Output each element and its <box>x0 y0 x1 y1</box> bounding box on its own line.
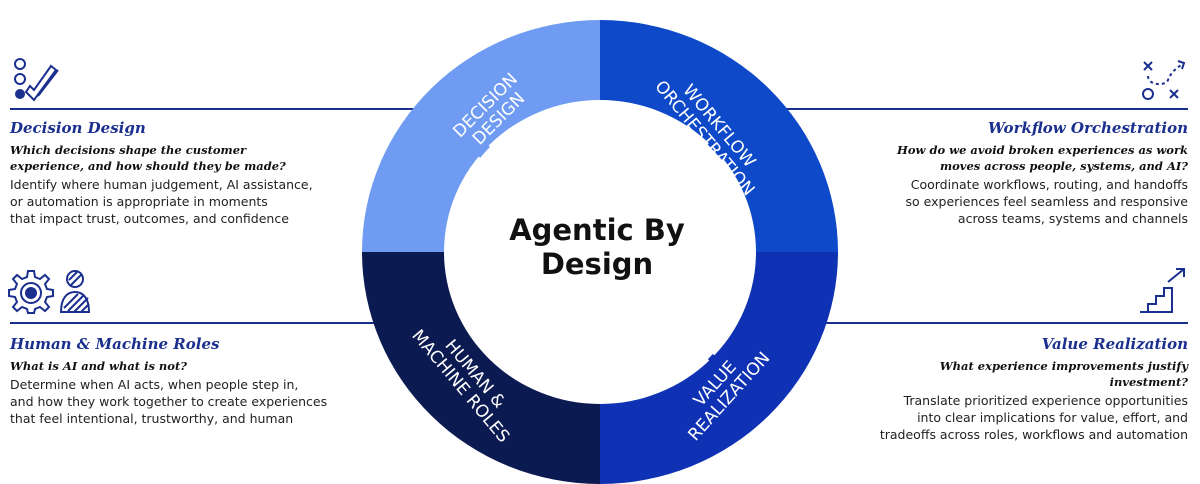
segment-workflow-orchestration <box>600 20 838 252</box>
center-circle <box>446 102 754 402</box>
panel-question: Which decisions shape the customer exper… <box>10 143 286 173</box>
center-title-line1: Agentic By <box>509 213 685 247</box>
panel-question: What experience improvements justify inv… <box>939 359 1188 389</box>
divider-bottom-left <box>10 322 410 324</box>
panel-title: Value Realization <box>1041 335 1188 353</box>
panel-title: Decision Design <box>10 119 146 137</box>
segment-human-machine-roles <box>362 252 600 484</box>
divider-top-right <box>770 108 1188 110</box>
center-title-line2: Design <box>541 247 653 281</box>
person-icon <box>59 270 91 313</box>
play-diagram-icon <box>1142 60 1186 100</box>
panel-description: Identify where human judgement, AI assis… <box>10 177 313 226</box>
divider-bottom-right <box>790 322 1188 324</box>
panel-question: What is AI and what is not? <box>10 359 188 373</box>
panel-description: Translate prioritized experience opportu… <box>879 393 1188 442</box>
segment-decision-design <box>362 20 600 252</box>
divider-top-left <box>10 108 430 110</box>
panel-question: How do we avoid broken experiences as wo… <box>897 143 1188 173</box>
panel-workflow-orchestration: Workflow Orchestration How do we avoid b… <box>858 119 1188 227</box>
panel-description: Coordinate workflows, routing, and hando… <box>905 177 1188 226</box>
panel-title: Human & Machine Roles <box>10 335 220 353</box>
panel-human-machine-roles: Human & Machine Roles What is AI and wha… <box>10 335 340 427</box>
checklist-icon <box>14 58 59 102</box>
agentic-cycle-wheel: Agentic By Design DECISION DESIGN WORKFL… <box>362 20 838 484</box>
panel-title: Workflow Orchestration <box>987 119 1188 137</box>
panel-description: Determine when AI acts, when people step… <box>10 377 328 426</box>
panel-decision-design: Decision Design Which decisions shape th… <box>10 119 340 227</box>
panel-value-realization: Value Realization What experience improv… <box>858 335 1188 443</box>
gear-icon <box>8 270 54 314</box>
stairs-arrow-icon <box>1140 268 1185 313</box>
